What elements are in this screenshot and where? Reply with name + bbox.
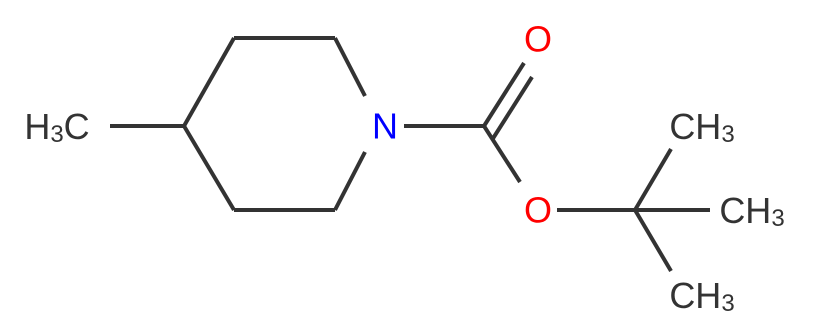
bond-ring-c5-c4 bbox=[182, 124, 236, 212]
bond-tbutyl-bottom bbox=[633, 208, 673, 273]
bond-tbutyl-top bbox=[633, 147, 673, 212]
nitrogen-label: N bbox=[372, 106, 398, 147]
methyl-left-label: H3C bbox=[24, 106, 89, 148]
bond-carbonyl-ester-oxygen bbox=[482, 124, 522, 184]
methyl-top-label: CH3 bbox=[669, 106, 734, 148]
bond-carbonyl-double-b bbox=[490, 75, 534, 142]
ester-oxygen-label: O bbox=[524, 190, 552, 231]
carbonyl-oxygen-label: O bbox=[524, 19, 552, 60]
bond-ring-c2-n bbox=[333, 37, 367, 97]
methyl-right-label: CH3 bbox=[719, 190, 784, 232]
bond-carbonyl-double-a bbox=[482, 61, 526, 128]
bond-ring-n-c6 bbox=[333, 151, 367, 211]
methyl-bottom-label: CH3 bbox=[669, 275, 734, 317]
bond-ring-c4-c3 bbox=[182, 37, 236, 127]
